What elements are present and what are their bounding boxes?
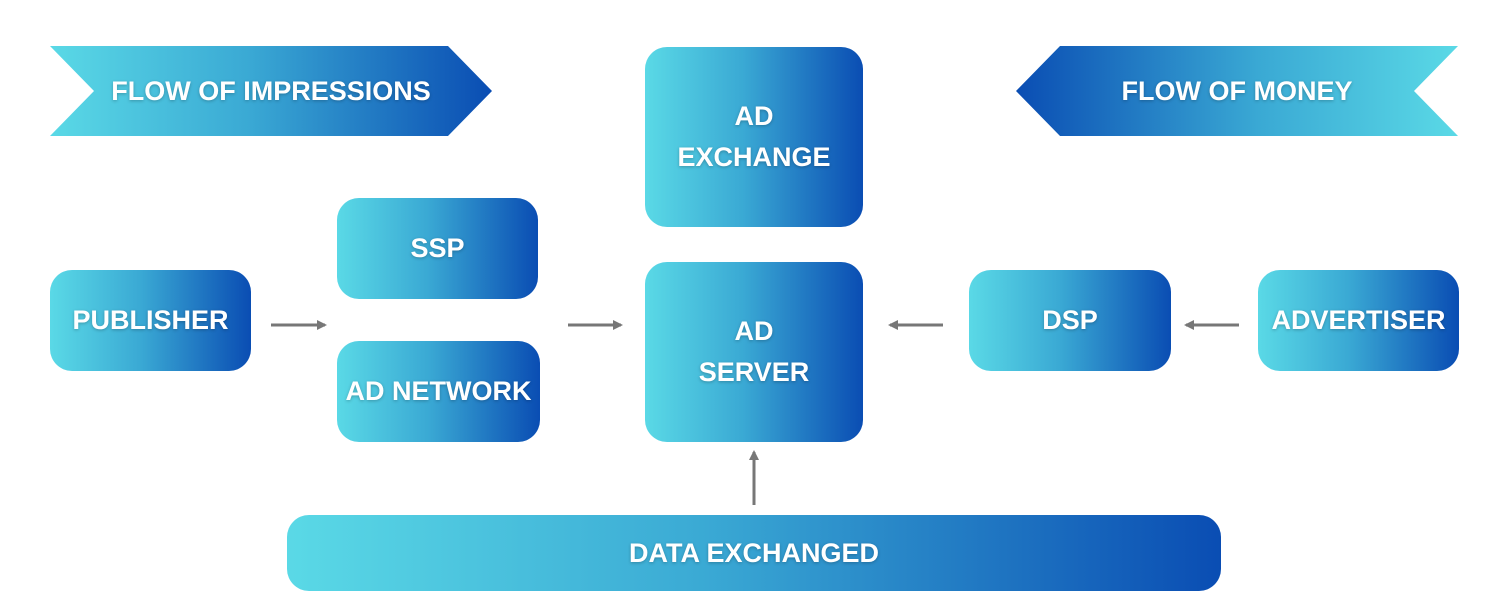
- flow-of-impressions-label: FLOW OF IMPRESSIONS: [111, 75, 431, 106]
- advertiser-label: ADVERTISER: [1271, 305, 1446, 335]
- advertiser-node: ADVERTISER: [1258, 270, 1459, 371]
- dsp-node: DSP: [969, 270, 1171, 371]
- ssp-label: SSP: [410, 233, 465, 263]
- ad-network-label: AD NETWORK: [345, 376, 532, 406]
- publisher-node: PUBLISHER: [50, 270, 251, 371]
- flow-of-money-label: FLOW OF MONEY: [1121, 75, 1353, 106]
- data-exchanged-label: DATA EXCHANGED: [628, 537, 879, 568]
- ad-exchange-label-line2: EXCHANGE: [677, 142, 831, 172]
- ad-server-node: AD SERVER: [645, 262, 863, 442]
- flow-of-impressions-banner: FLOW OF IMPRESSIONS: [50, 46, 492, 136]
- ad-exchange-label-line1: AD: [734, 101, 774, 131]
- ad-server-label-line1: AD: [734, 316, 774, 346]
- publisher-label: PUBLISHER: [72, 305, 229, 335]
- ad-server-label-line2: SERVER: [698, 357, 810, 387]
- dsp-label: DSP: [1042, 305, 1098, 335]
- ssp-node: SSP: [337, 198, 538, 299]
- ad-exchange-node: AD EXCHANGE: [645, 47, 863, 227]
- ad-network-node: AD NETWORK: [337, 341, 540, 442]
- flow-of-money-banner: FLOW OF MONEY: [1016, 46, 1458, 136]
- data-exchanged-node: DATA EXCHANGED: [287, 515, 1221, 591]
